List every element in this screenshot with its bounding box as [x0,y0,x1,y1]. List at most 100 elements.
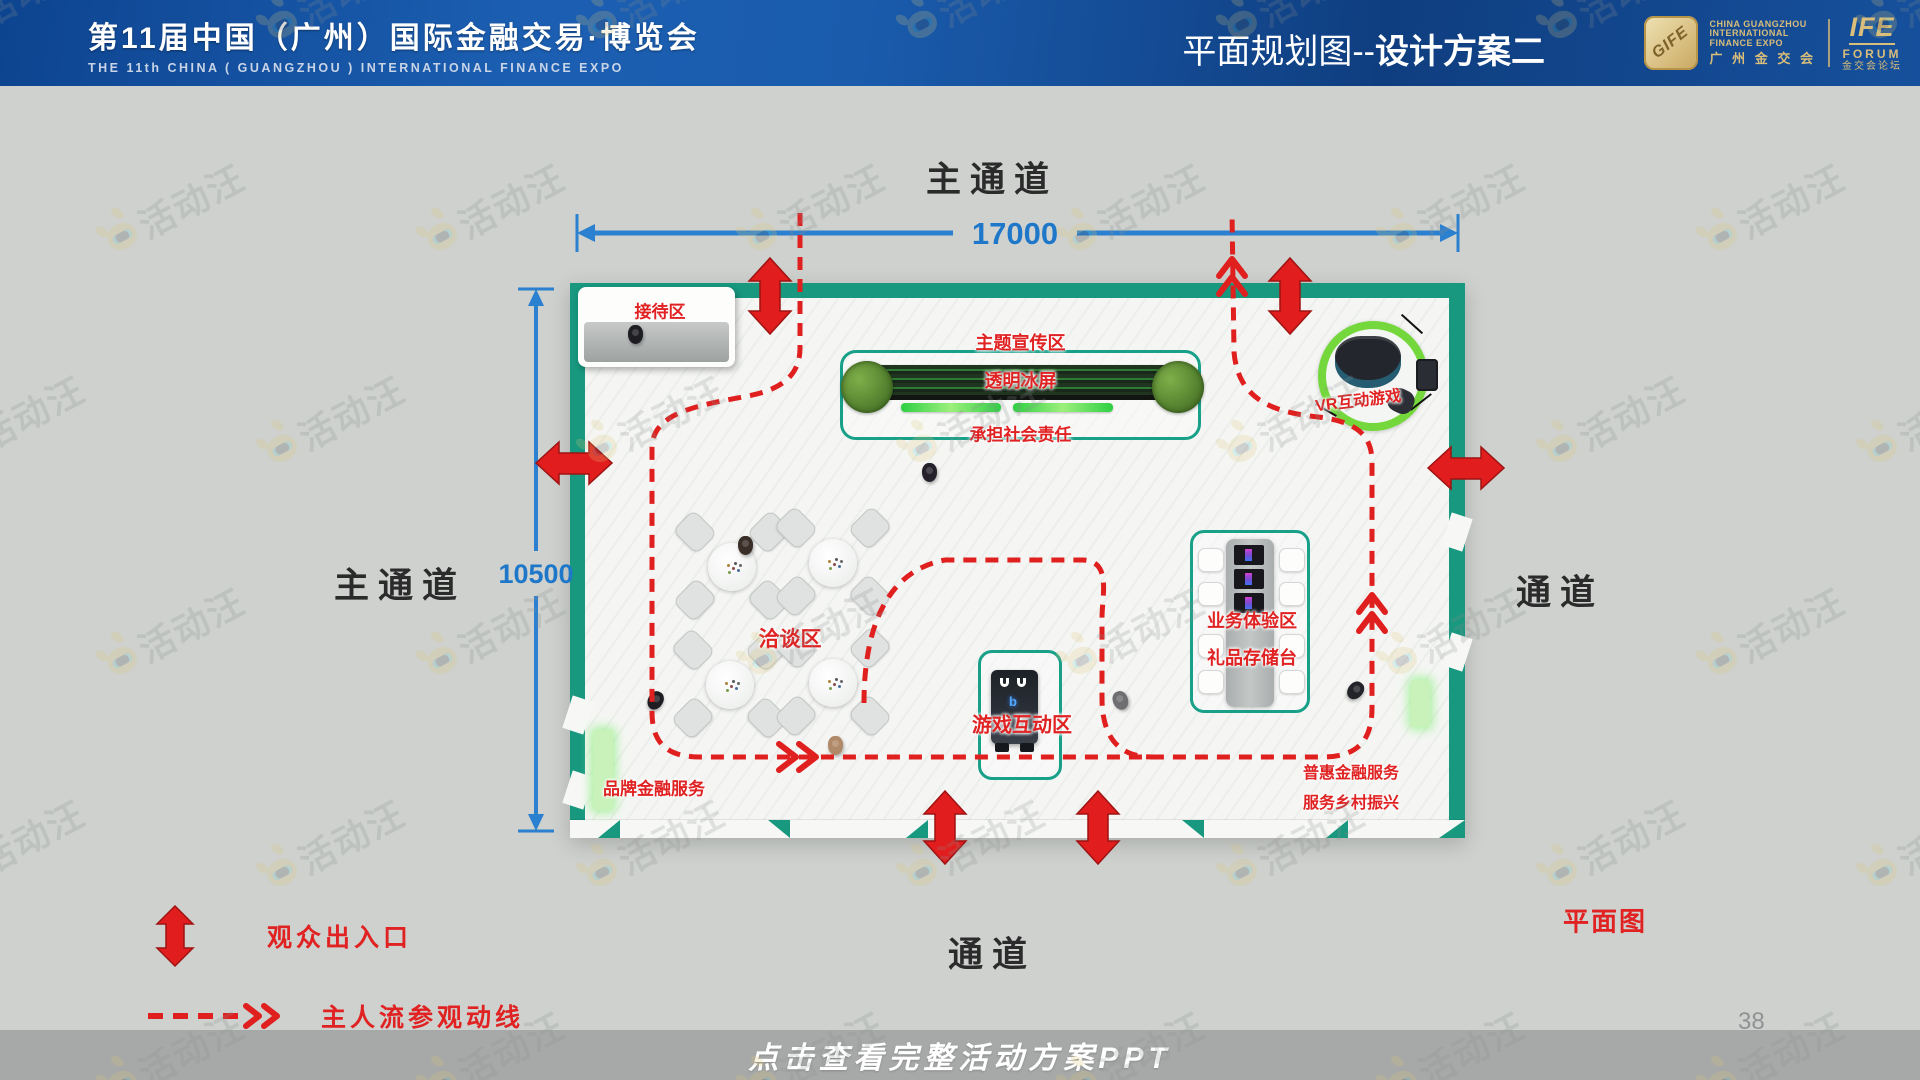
watermark-mascot-icon [1862,853,1902,891]
watermark-mascot-icon [1702,641,1742,679]
plan-figure-label: 平面图 [1562,906,1648,937]
machine-foot [1020,743,1034,752]
watermark-text: 活动汪 [292,792,413,883]
watermark-mascot-icon [102,217,142,255]
flow-legend-icon [148,1003,280,1029]
gife-line4: 广 州 金 交 会 [1709,51,1816,67]
machine-foot [995,743,1009,752]
business-zone-label: 业务体验区 [1207,611,1297,631]
chair [672,577,718,623]
watermark-mascot-icon [422,641,462,679]
reception-label: 接待区 [634,302,686,322]
expo-title-block: 第11届中国（广州）国际金融交易·博览会 THE 11th CHINA ( GU… [88,13,700,75]
watermark-mascot-icon [1062,217,1102,255]
logo-divider [1828,19,1830,67]
ife-logo-text: IFE [1849,14,1895,45]
watermark: 活动汪 [0,786,93,902]
booth-wall-bottom [570,820,1465,838]
chair [1279,548,1305,572]
rural-service-label: 服务乡村振兴 [1302,795,1400,812]
round-table [809,659,857,707]
expo-title-cn: 第11届中国（广州）国际金融交易·博览会 [88,22,700,55]
ife-logo: IFE FORUM 金交会论坛 [1842,14,1902,72]
watermark-mascot-icon [262,429,302,467]
watermark-text: 活动汪 [452,156,573,247]
watermark: 活动汪 [1377,150,1534,266]
machine-handle [1017,678,1026,687]
gife-line3: FINANCE EXPO [1709,38,1784,49]
watermark: 活动汪 [1857,362,1920,478]
watermark-mascot-icon [582,853,622,891]
chair [672,509,718,555]
game-zone-label: 游戏互动区 [972,714,1072,737]
watermark-mascot-icon [102,641,142,679]
page-title-prefix: 平面规划图-- [1182,33,1375,71]
logo-group: GIFE CHINA GUANGZHOU INTERNATIONAL FINAN… [1643,12,1902,74]
watermark: 活动汪 [257,786,414,902]
watermark-mascot-icon [1382,217,1422,255]
vr-monitor [1416,359,1438,391]
view-full-ppt-button[interactable]: 点击查看完整活动方案PPT [748,1042,1172,1075]
booth-floor-plan: 接待区 主题宣传区 透明冰屏 承担社会责任 VR互动游戏 洽谈区 [562,283,1473,838]
watermark-text: 活动汪 [1572,368,1693,459]
inclusive-service-label: 普惠金融服务 [1302,765,1400,782]
aisle-label-bottom: 通道 [947,935,1037,975]
theme-promo-zone: 主题宣传区 透明冰屏 承担社会责任 [840,333,1204,445]
wall-deco-triangle [1326,820,1348,838]
vr-chair [1335,336,1401,388]
watermark-mascot-icon [1222,853,1262,891]
legend-entrance-label: 观众出入口 [267,924,413,952]
watermark-text: 活动汪 [1092,156,1213,247]
watermark-mascot-icon [1542,429,1582,467]
dimension-width-value: 17000 [972,216,1058,251]
watermark: 活动汪 [97,574,254,690]
wall-deco-triangle [1439,820,1465,838]
responsibility-label: 承担社会责任 [969,425,1072,445]
aisle-label-top: 主通道 [925,160,1059,200]
watermark-text: 活动汪 [132,156,253,247]
ife-cn-text: 金交会论坛 [1842,61,1902,72]
legend-entrance-row: 观众出入口 [155,905,412,967]
person [628,325,643,344]
chair [1198,582,1224,606]
person [738,536,753,555]
chair [773,693,819,739]
bench [1013,403,1113,412]
round-table [809,539,857,587]
chair [1198,548,1224,572]
counter-screen [1234,569,1264,589]
page-number: 38 [1738,1008,1765,1035]
page-title-scheme: 设计方案二 [1375,33,1545,71]
watermark: 活动汪 [737,150,894,266]
chair [670,627,716,673]
gife-line2: INTERNATIONAL [1709,28,1789,39]
reception-desk [584,322,729,362]
watermark: 活动汪 [97,150,254,266]
watermark: 活动汪 [1057,150,1214,266]
footer-bar: 点击查看完整活动方案PPT [0,1030,1920,1080]
person [828,736,843,755]
chair [847,693,893,739]
table-cluster [672,509,792,625]
plant [841,361,893,413]
chair [1198,670,1224,694]
watermark-mascot-icon [422,217,462,255]
chair [847,505,893,551]
chair [1279,670,1305,694]
gife-logo-text: GIFE [1648,23,1692,63]
watermark-mascot-icon [742,217,782,255]
watermark: 活动汪 [1537,786,1694,902]
chair [1279,582,1305,606]
ice-screen-base [867,395,1175,400]
machine-light: b [1009,694,1017,709]
watermark: 活动汪 [0,362,93,478]
chair [847,625,893,671]
legend-flow-label: 主人流参观动线 [321,1004,525,1032]
dimension-height-value: 10500 [498,559,573,589]
table-cluster [773,505,893,621]
watermark: 活动汪 [1537,362,1694,478]
glow-pillar [1411,680,1430,727]
person [922,463,937,482]
ife-forum-text: FORUM [1842,47,1902,61]
